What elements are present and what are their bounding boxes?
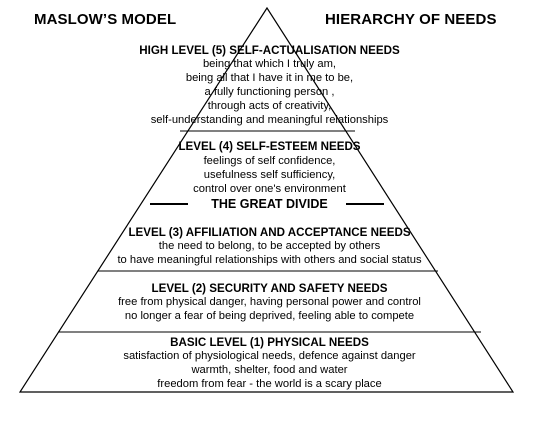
level-2-line: no longer a fear of being deprived, feel… <box>124 310 415 322</box>
level-2-line: free from physical danger, having person… <box>118 296 421 308</box>
level-3-title: LEVEL (3) AFFILIATION AND ACCEPTANCE NEE… <box>128 226 411 239</box>
level-5-line: through acts of creativity, <box>207 100 332 112</box>
level-4-title: LEVEL (4) SELF-ESTEEM NEEDS <box>178 140 361 153</box>
level-5-line: being that which I truly am, <box>202 58 337 70</box>
level-5-line: being all that I have it in me to be, <box>185 72 354 84</box>
level-5-title: HIGH LEVEL (5) SELF-ACTUALISATION NEEDS <box>139 44 400 57</box>
level-1-title: BASIC LEVEL (1) PHYSICAL NEEDS <box>170 336 369 349</box>
level-4-line: feelings of self confidence, <box>203 155 336 167</box>
level-4-line: control over one's environment <box>193 183 346 195</box>
level-5-line: self-understanding and meaningful relati… <box>150 114 389 126</box>
level-4-line: usefulness self sufficiency, <box>203 169 336 181</box>
great-divide-label: THE GREAT DIVIDE <box>211 197 328 211</box>
right-header-title: HIERARCHY OF NEEDS <box>325 11 497 28</box>
level-2-title: LEVEL (2) SECURITY AND SAFETY NEEDS <box>151 282 388 295</box>
level-3-line: the need to belong, to be accepted by ot… <box>158 240 381 252</box>
level-5-line: a fully functioning person , <box>204 86 335 98</box>
pyramid-outline <box>18 6 515 393</box>
level-1-line: warmth, shelter, food and water <box>191 364 348 376</box>
level-1-line: freedom from fear - the world is a scary… <box>157 378 382 390</box>
level-1-line: satisfaction of physiological needs, def… <box>123 350 416 362</box>
level-3-line: to have meaningful relationships with ot… <box>117 254 422 266</box>
left-header-title: MASLOW’S MODEL <box>34 11 177 28</box>
